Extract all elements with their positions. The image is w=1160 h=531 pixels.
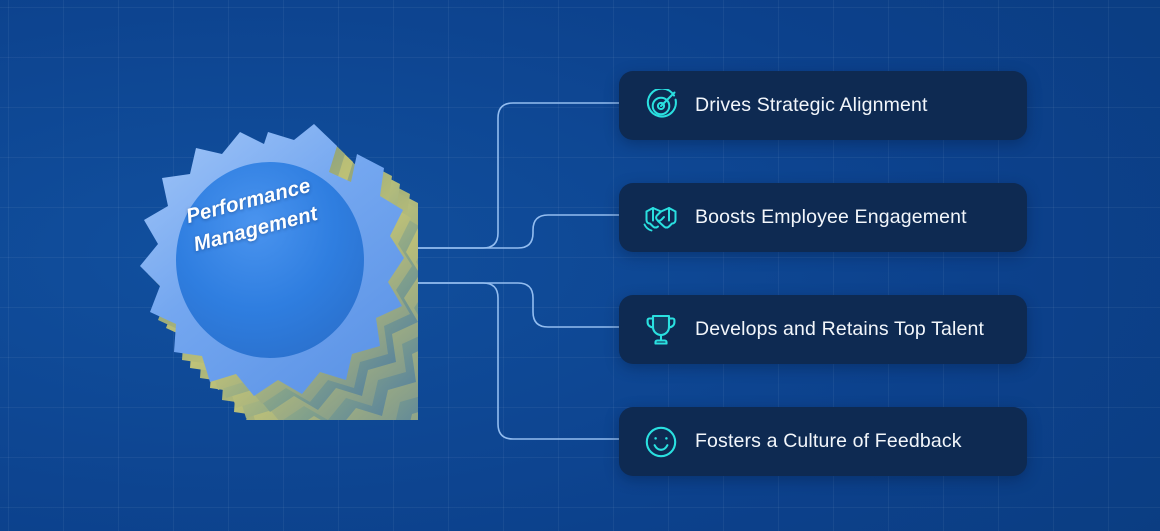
central-gear-graphic: Performance Management: [118, 110, 418, 420]
branch-card-develops-and-retains-top-talent[interactable]: Develops and Retains Top Talent: [619, 295, 1027, 364]
branch-card-drives-strategic-alignment[interactable]: Drives Strategic Alignment: [619, 71, 1027, 140]
handshake-icon: [641, 198, 681, 238]
branch-card-boosts-employee-engagement[interactable]: Boosts Employee Engagement: [619, 183, 1027, 252]
branch-card-fosters-a-culture-of-feedback[interactable]: Fosters a Culture of Feedback: [619, 407, 1027, 476]
smiley-icon: [641, 422, 681, 462]
branch-card-label: Develops and Retains Top Talent: [695, 318, 985, 340]
branch-card-label: Fosters a Culture of Feedback: [695, 430, 962, 452]
trophy-icon: [641, 310, 681, 350]
branch-card-label: Drives Strategic Alignment: [695, 94, 928, 116]
target-icon: [641, 86, 681, 126]
branch-card-label: Boosts Employee Engagement: [695, 206, 967, 228]
gear-icon: [140, 124, 418, 420]
